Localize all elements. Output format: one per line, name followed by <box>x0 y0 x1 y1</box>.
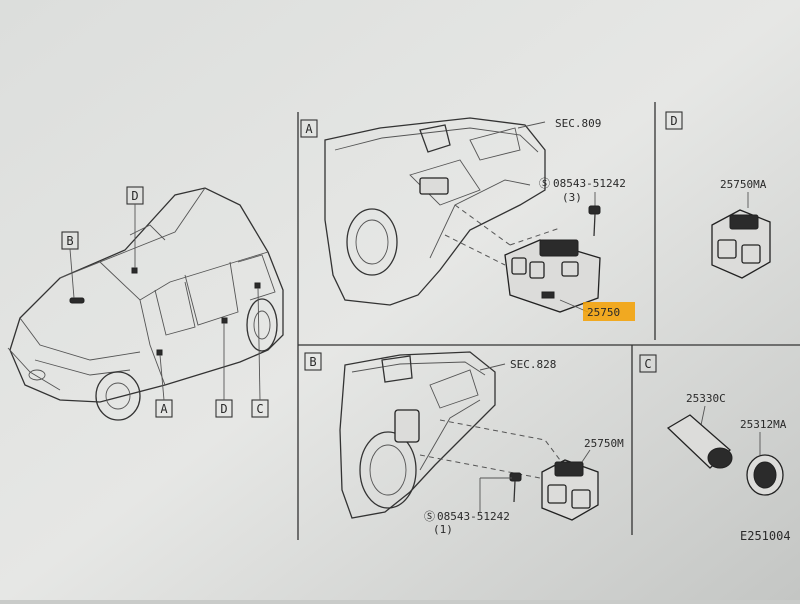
svg-text:D: D <box>220 402 227 416</box>
panel-a: A SEC.809 Ⓢ 08543-51242 (3) <box>300 117 635 321</box>
svg-text:A: A <box>160 402 168 416</box>
mirror-switch-25750ma[interactable] <box>711 209 771 279</box>
part-number-25750m[interactable]: 25750M <box>584 437 624 450</box>
front-door-trim-illustration <box>324 117 546 306</box>
panel-d: D 25750MA <box>665 111 771 279</box>
svg-text:D: D <box>131 189 138 203</box>
panel-d-letter: D <box>670 114 677 128</box>
callout-a[interactable]: A <box>155 354 173 418</box>
part-25750-highlight <box>583 302 635 321</box>
socket-cap-25312ma[interactable] <box>746 454 784 496</box>
part-number-25750[interactable]: 25750 <box>587 306 620 319</box>
panel-b: B SEC.828 25750M Ⓢ 08543-51242 <box>304 351 624 536</box>
screw-icon <box>588 205 601 237</box>
callout-b[interactable]: B <box>61 231 79 299</box>
part-number-25750ma[interactable]: 25750MA <box>720 178 767 191</box>
callout-c[interactable]: C <box>251 287 269 418</box>
part-number-25312ma[interactable]: 25312MA <box>740 418 787 431</box>
panel-c-letter: C <box>644 357 651 371</box>
bolt-qty-a: (3) <box>562 191 582 204</box>
part-number-25330c[interactable]: 25330C <box>686 392 726 405</box>
callout-d-bottom[interactable]: D <box>215 323 233 418</box>
panel-frame <box>297 102 800 540</box>
svg-text:B: B <box>66 234 73 248</box>
panel-b-letter: B <box>309 355 316 369</box>
sec-828-ref[interactable]: SEC.828 <box>510 358 556 371</box>
bolt-part-number-a[interactable]: 08543-51242 <box>553 177 626 190</box>
svg-text:C: C <box>256 402 263 416</box>
screw-icon <box>509 472 522 503</box>
sec-809-ref[interactable]: SEC.809 <box>555 117 601 130</box>
panel-c: C 25330C 25312MA <box>639 354 787 496</box>
power-window-switch-25750[interactable] <box>504 239 601 313</box>
callout-d-top[interactable]: D <box>126 186 144 268</box>
bolt-ref-symbol: Ⓢ <box>424 510 435 523</box>
car-overview-illustration <box>7 187 284 421</box>
bolt-qty-b: (1) <box>433 523 453 536</box>
window-switch-25750m[interactable] <box>541 459 599 521</box>
drawing-code: E251004 <box>740 529 791 543</box>
bolt-ref-symbol: Ⓢ <box>539 177 550 190</box>
power-socket-25330c[interactable] <box>666 414 733 469</box>
panel-a-letter: A <box>305 122 313 136</box>
rear-door-trim-illustration <box>339 351 496 519</box>
bolt-part-number-b[interactable]: 08543-51242 <box>437 510 510 523</box>
